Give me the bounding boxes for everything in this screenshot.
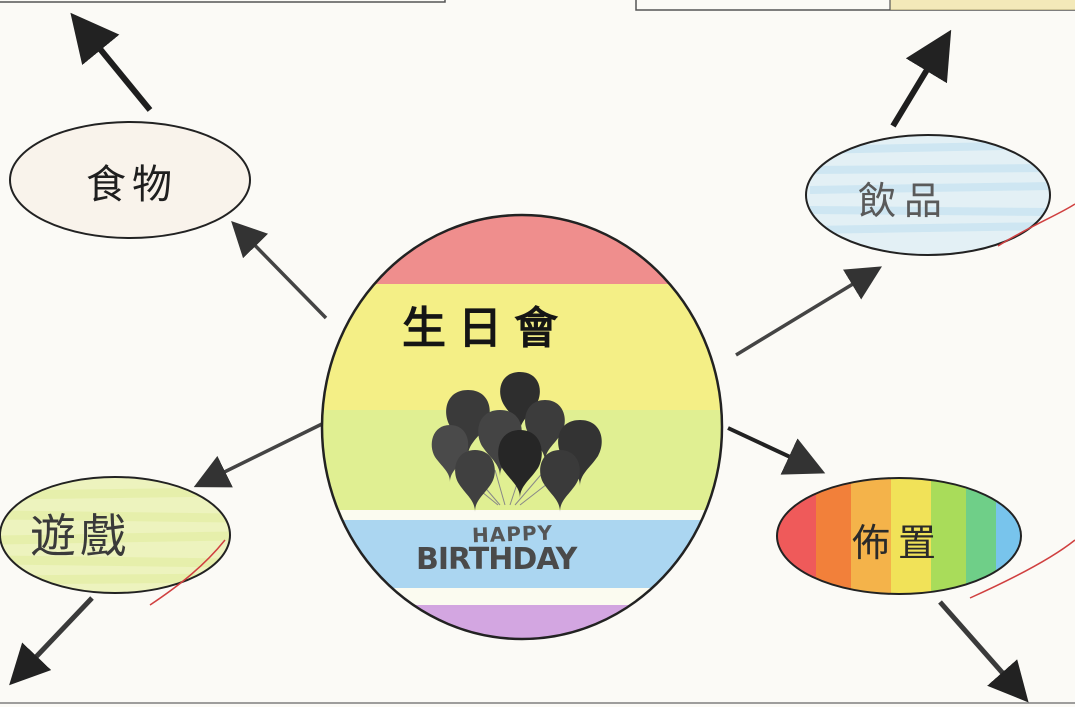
balloon-cluster-icon [431,372,602,512]
node-food-label: 食物 [86,162,178,208]
node-games [0,476,231,606]
center-title: 生日會 [402,303,570,354]
top-right-box-edge [635,0,1075,11]
sticker-birthday-text: BIRTHDAY [416,542,577,577]
node-food [9,121,251,239]
arrow-center-games [193,422,323,488]
arrow-center-drinks [735,266,882,357]
arrow-decor-out [938,600,1029,703]
top-left-box-edge [0,0,446,3]
arrow-games-out [9,596,94,686]
arrow-food-out [70,12,153,112]
arrow-center-decor [727,426,826,475]
node-center [320,213,724,641]
node-decorations-label: 佈置 [852,521,945,565]
node-drinks [805,134,1075,256]
node-drinks-label: 飲品 [858,179,951,223]
arrow-center-food [231,220,328,320]
arrow-drinks-out [890,29,952,128]
node-games-label: 遊戲 [30,509,130,563]
